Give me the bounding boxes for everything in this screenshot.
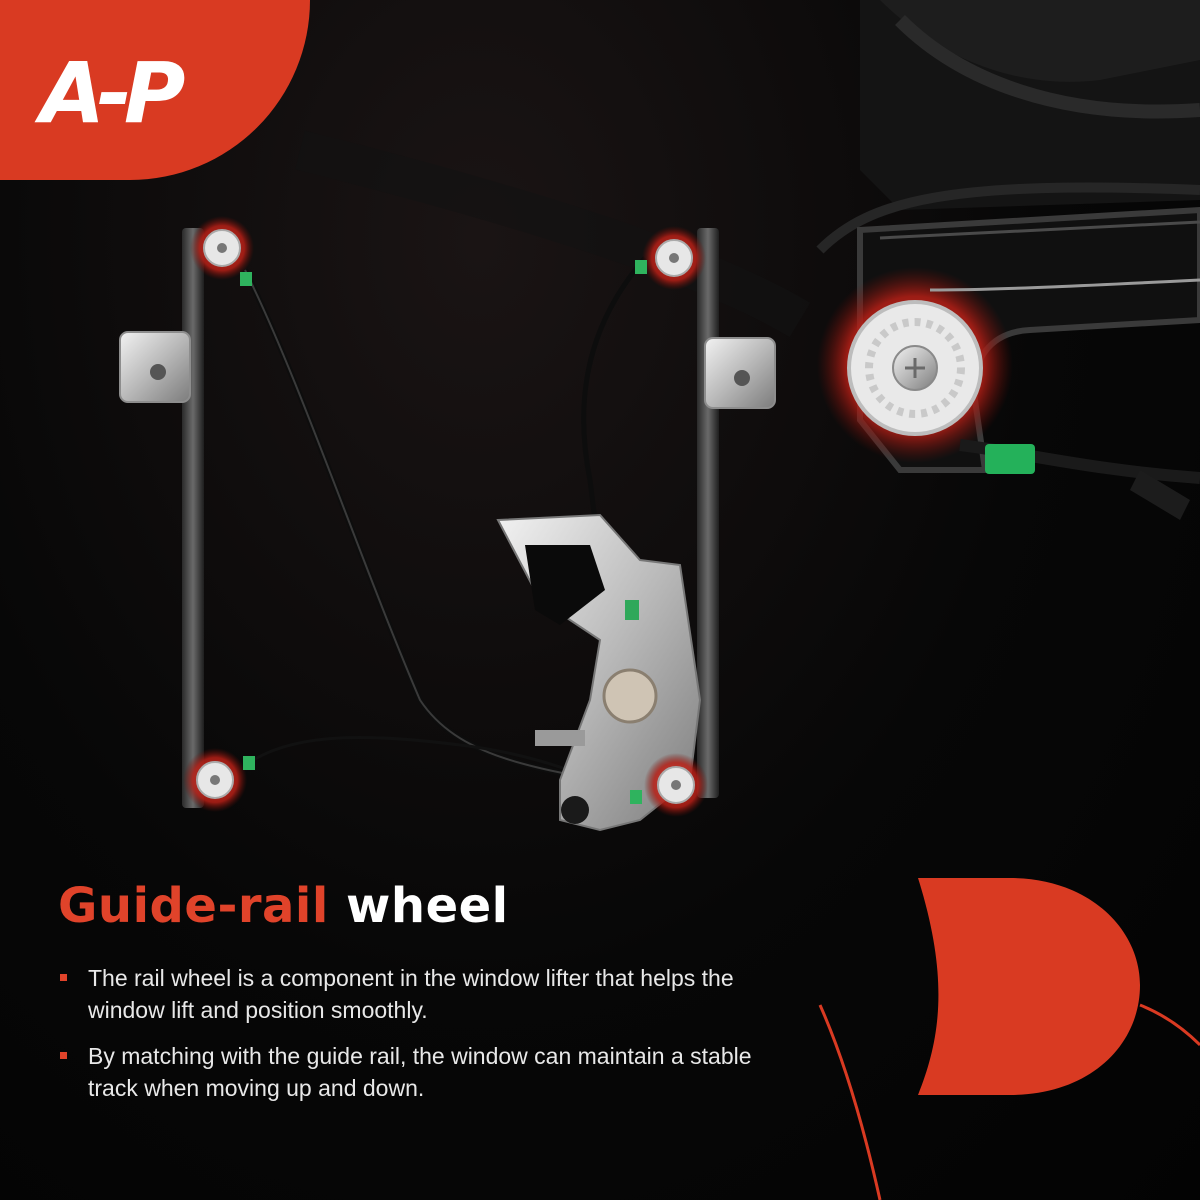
brand-decoration [818, 878, 1200, 1200]
mounting-clip-left [119, 331, 191, 403]
vehicle-background [295, 0, 1200, 338]
guide-wheel-bottom-left [183, 748, 247, 812]
lifter-bracket [496, 513, 702, 832]
guide-wheel-bottom-right [644, 753, 708, 817]
mounting-clip-right [704, 337, 776, 409]
bullet-square-icon [60, 974, 67, 981]
window-regulator [119, 216, 776, 832]
bullet-text: The rail wheel is a component in the win… [88, 965, 734, 1023]
list-item: The rail wheel is a component in the win… [58, 962, 758, 1026]
zoomed-wheel-inset [817, 206, 1200, 520]
bullet-text: By matching with the guide rail, the win… [88, 1043, 752, 1101]
feature-list: The rail wheel is a component in the win… [58, 962, 758, 1118]
guide-wheel-top-left [190, 216, 254, 280]
guide-wheel-top-right [642, 226, 706, 290]
page-title: Guide-rail wheel [58, 878, 509, 934]
brand-logo: A-P [40, 44, 185, 142]
title-plain: wheel [346, 878, 509, 934]
cable-clip-icon [985, 444, 1035, 474]
title-accent: Guide-rail [58, 878, 329, 934]
list-item: By matching with the guide rail, the win… [58, 1040, 758, 1104]
bullet-square-icon [60, 1052, 67, 1059]
